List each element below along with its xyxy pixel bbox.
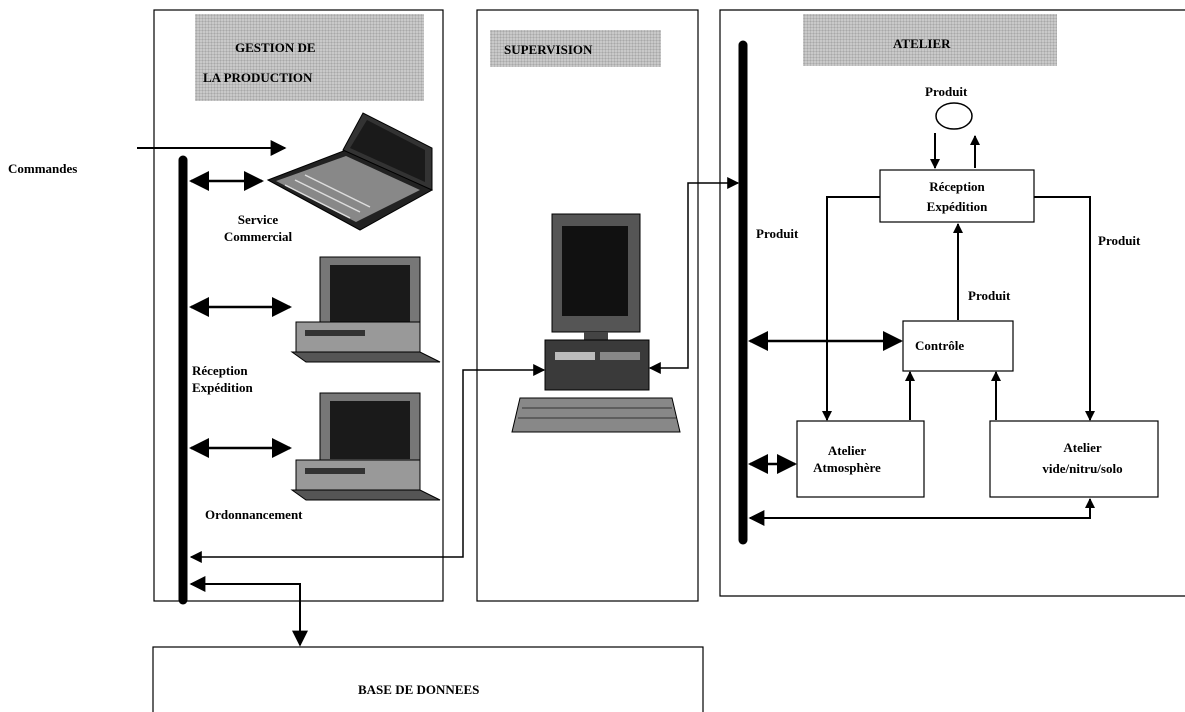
produit-ellipse (935, 102, 973, 130)
atmosphere-line2: Atmosphère (813, 460, 881, 475)
arrow-bus-vide (748, 498, 1095, 526)
ordonnancement-label: Ordonnancement (205, 507, 303, 522)
atelier-atmosphere-box (796, 420, 925, 498)
atelier-atmosphere-label: Atelier Atmosphère (797, 442, 897, 476)
gestion-title-line2: LA PRODUCTION (203, 70, 313, 85)
service-commercial-line2: Commercial (223, 229, 293, 244)
produit-mid-label: Produit (968, 288, 1011, 303)
reception-line1: Réception (192, 363, 248, 378)
controle-box (902, 320, 1014, 372)
reception-expedition-atelier-label: Réception Expédition (880, 178, 1034, 215)
reception-expedition-gestion-label: Réception Expédition (192, 362, 253, 396)
arrow-bus-database (189, 576, 308, 647)
produit-top-label: Produit (925, 84, 968, 99)
workstation-icon (511, 213, 681, 433)
laptop-icon (266, 112, 434, 231)
reception-line2: Expédition (192, 380, 253, 395)
atelier-reception-line1: Réception (929, 179, 985, 194)
commandes-label: Commandes (8, 161, 78, 176)
service-commercial-line1: Service (237, 212, 279, 227)
atelier-vide-label: Atelier vide/nitru/solo (1025, 439, 1140, 477)
arrow-reception-vide (1034, 196, 1095, 421)
produit-left-label: Produit (756, 226, 799, 241)
produit-right-label: Produit (1098, 233, 1141, 248)
arrow-supervision-gestion (189, 364, 546, 563)
vide-line2: vide/nitru/solo (1042, 461, 1123, 476)
atelier-vide-box (989, 420, 1159, 498)
atmosphere-line1: Atelier (827, 443, 867, 458)
database-box (152, 646, 704, 712)
controle-label: Contrôle (915, 338, 965, 353)
atelier-title: ATELIER (893, 36, 951, 51)
atelier-reception-line2: Expédition (926, 199, 988, 214)
supervision-title: SUPERVISION (504, 42, 593, 57)
desktop-computer-icon (290, 256, 441, 363)
gestion-header: GESTION DE LA PRODUCTION (195, 14, 424, 101)
database-label: BASE DE DONNEES (358, 682, 480, 697)
atelier-header: ATELIER (803, 14, 1057, 66)
supervision-header: SUPERVISION (490, 30, 661, 67)
arrow-supervision-atelier (648, 177, 740, 374)
arrow-reception-atmosphere (822, 196, 880, 421)
desktop-computer-icon (290, 392, 441, 501)
service-commercial-label: Service Commercial (208, 211, 308, 245)
vide-line1: Atelier (1063, 440, 1102, 455)
gestion-title-line1: GESTION DE (235, 40, 316, 55)
